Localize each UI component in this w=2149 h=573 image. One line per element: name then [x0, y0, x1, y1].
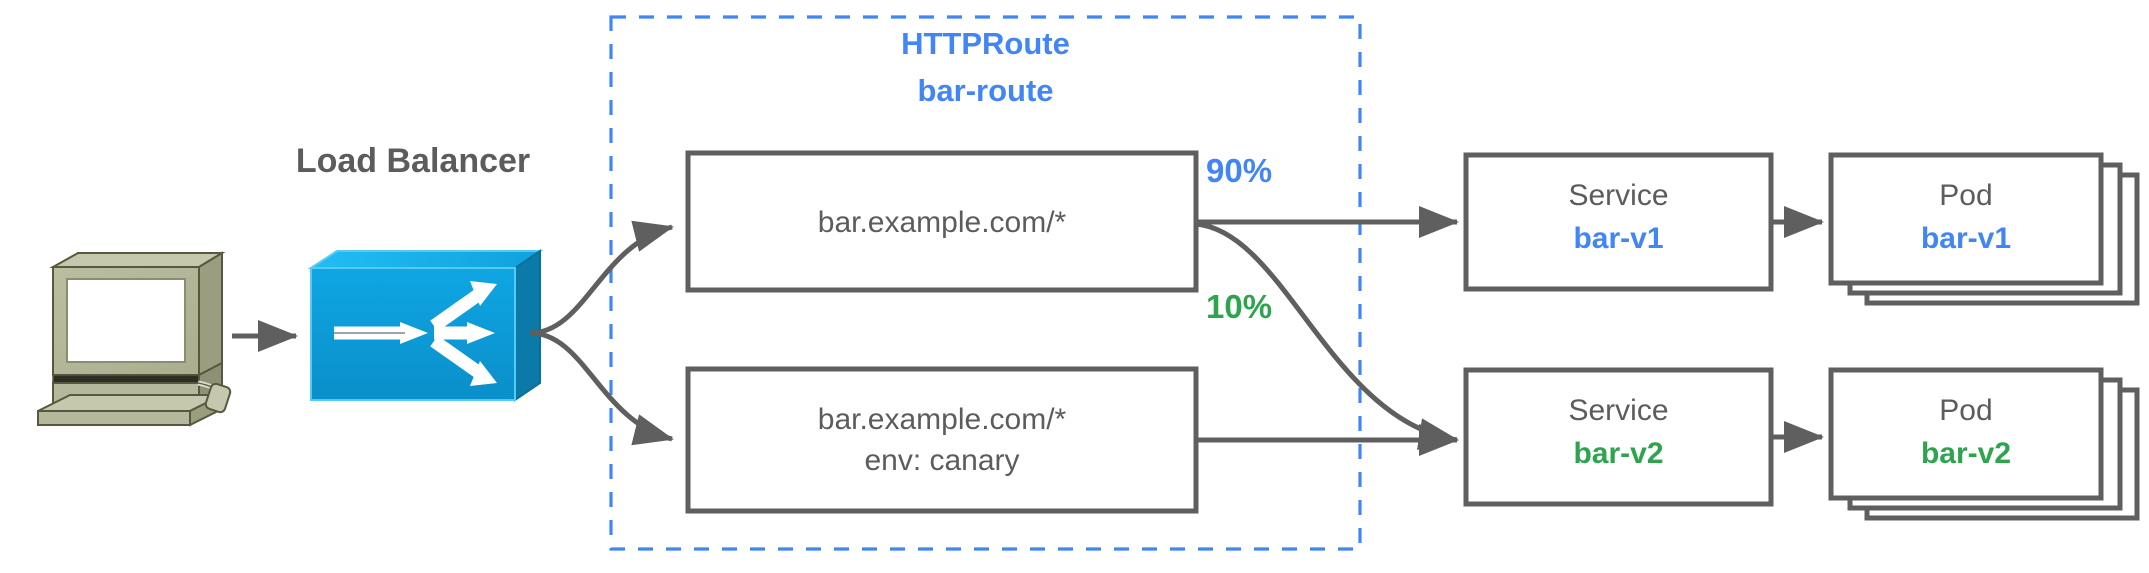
- httproute-kind-label: HTTPRoute: [901, 26, 1070, 61]
- rule-box-canary[interactable]: [685, 366, 1199, 514]
- pod-v2-kind-label: Pod: [1939, 394, 1993, 427]
- arrow-lb-to-rule-primary: [529, 220, 674, 336]
- rule-primary-line1: bar.example.com/*: [817, 206, 1067, 239]
- pod-stack-v2[interactable]: [1828, 367, 2140, 521]
- service-v2-kind-label: Service: [1568, 394, 1669, 427]
- pod-card-front: [1828, 152, 2104, 286]
- desktop-computer-icon: [37, 251, 232, 427]
- service-v2-name-label: bar-v2: [1573, 437, 1664, 470]
- weight-primary-label: 90%: [1206, 152, 1273, 189]
- pod-card-front: [1828, 367, 2104, 501]
- pod-v1-kind-label: Pod: [1939, 179, 1993, 212]
- service-v1-name-label: bar-v1: [1573, 222, 1664, 255]
- arrow-rule-primary-to-service-v2: [1195, 221, 1459, 450]
- httproute-name-label: bar-route: [917, 73, 1054, 108]
- load-balancer-icon: [307, 249, 544, 402]
- weight-canary-label: 10%: [1206, 288, 1273, 325]
- service-v1-kind-label: Service: [1568, 179, 1669, 212]
- httproute-group-boundary: [609, 15, 1362, 551]
- load-balancer-label: Load Balancer: [295, 142, 531, 180]
- rule-canary-line1: bar.example.com/*: [817, 403, 1067, 436]
- pod-v2-name-label: bar-v2: [1920, 437, 2012, 470]
- arrow-lb-to-rule-canary: [529, 330, 674, 446]
- pod-v1-name-label: bar-v1: [1920, 222, 2012, 255]
- rule-box-primary[interactable]: [685, 150, 1199, 293]
- service-box-v1[interactable]: [1463, 152, 1774, 292]
- pod-stack-v1[interactable]: [1828, 152, 2140, 306]
- rule-canary-line2: env: canary: [864, 444, 1020, 477]
